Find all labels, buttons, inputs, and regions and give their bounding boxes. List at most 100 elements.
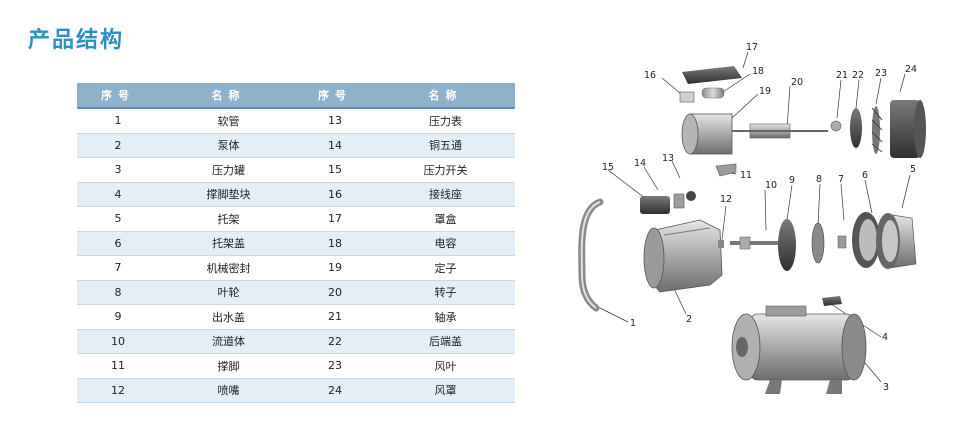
part-no: 6 <box>77 231 159 256</box>
part-no: 11 <box>77 353 159 379</box>
callout-24: 24 <box>905 64 917 75</box>
callout-16: 16 <box>644 70 656 81</box>
part-name: 轴承 <box>376 304 515 330</box>
callout-3: 3 <box>883 382 889 393</box>
callout-4: 4 <box>882 332 888 343</box>
part-no: 18 <box>294 231 376 256</box>
callout-5: 5 <box>910 164 916 175</box>
part-no: 14 <box>294 133 376 158</box>
callout-21: 21 <box>836 70 848 81</box>
bracket-cover <box>852 212 880 268</box>
part-no: 19 <box>294 255 376 281</box>
part-name: 软管 <box>159 108 298 134</box>
callout-15: 15 <box>602 162 614 173</box>
callout-20: 20 <box>791 77 803 88</box>
outlet-cover <box>778 219 796 271</box>
part-name: 定子 <box>376 255 515 281</box>
part-no: 20 <box>294 280 376 305</box>
callout-7: 7 <box>838 174 844 185</box>
rotor <box>732 123 828 139</box>
part-no: 1 <box>77 108 159 134</box>
callout-9: 9 <box>789 175 795 186</box>
fan-blade <box>871 106 883 154</box>
callout-12: 12 <box>720 194 732 205</box>
pressure-switch <box>640 196 670 214</box>
callout-8: 8 <box>816 174 822 185</box>
callout-6: 6 <box>862 170 868 181</box>
part-name: 接线座 <box>376 182 515 207</box>
part-name: 压力表 <box>376 108 515 134</box>
part-name: 铜五通 <box>376 133 515 158</box>
pressure-tank <box>731 305 867 394</box>
part-name: 电容 <box>376 231 515 256</box>
foot-pad <box>822 296 842 306</box>
pressure-gauge <box>686 191 696 201</box>
rear-end-cap <box>850 108 862 148</box>
callout-19: 19 <box>759 86 771 97</box>
callout-11: 11 <box>740 170 752 181</box>
part-no: 22 <box>294 329 376 354</box>
mechanical-seal <box>837 235 847 249</box>
nozzle <box>718 240 724 248</box>
part-no: 23 <box>294 353 376 379</box>
part-no: 4 <box>77 182 159 207</box>
part-no: 7 <box>77 255 159 281</box>
part-no: 21 <box>294 304 376 330</box>
support-foot <box>715 163 737 177</box>
capacitor <box>701 87 725 99</box>
part-no: 12 <box>77 378 159 403</box>
part-name: 罩盒 <box>376 206 515 232</box>
part-name: 托架盖 <box>159 231 298 256</box>
part-name: 撑脚 <box>159 353 298 379</box>
callout-18: 18 <box>752 66 764 77</box>
part-name: 流道体 <box>159 329 298 354</box>
fan-cover <box>890 100 926 158</box>
part-name: 叶轮 <box>159 280 298 305</box>
callout-14: 14 <box>634 158 646 169</box>
callout-22: 22 <box>852 70 864 81</box>
part-name: 泵体 <box>159 133 298 158</box>
pump-body <box>643 219 723 293</box>
part-name: 撑脚垫块 <box>159 182 298 207</box>
callout-1: 1 <box>630 318 636 329</box>
stator <box>681 113 733 155</box>
part-name: 出水盖 <box>159 304 298 330</box>
callout-13: 13 <box>662 153 674 164</box>
page-title: 产品结构 <box>28 28 125 53</box>
part-no: 3 <box>77 157 159 183</box>
part-no: 8 <box>77 280 159 305</box>
part-name: 转子 <box>376 280 515 305</box>
part-no: 17 <box>294 206 376 232</box>
part-no: 16 <box>294 182 376 207</box>
part-name: 风叶 <box>376 353 515 379</box>
callout-17: 17 <box>746 42 758 53</box>
exploded-pump-diagram: 17 16 18 19 20 21 22 23 24 15 14 13 11 1… <box>578 42 926 394</box>
header-name: 名称 <box>159 83 298 109</box>
terminal-block <box>679 91 695 103</box>
part-no: 24 <box>294 378 376 403</box>
callout-23: 23 <box>875 68 887 79</box>
part-no: 5 <box>77 206 159 232</box>
part-name: 压力开关 <box>376 157 515 183</box>
header-name: 名称 <box>376 83 515 109</box>
part-name: 托架 <box>159 206 298 232</box>
